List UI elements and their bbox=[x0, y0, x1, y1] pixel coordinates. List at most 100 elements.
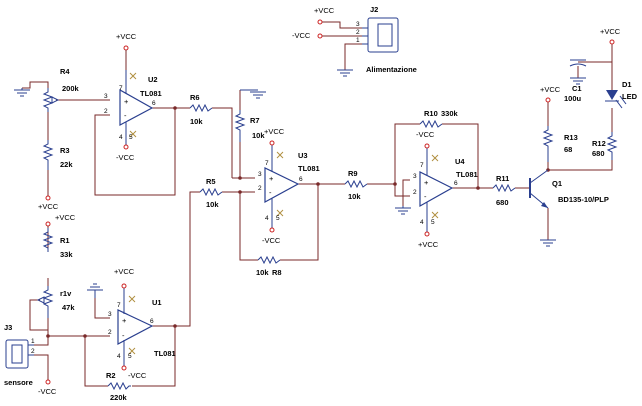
u2-pin3: 3 bbox=[104, 93, 108, 100]
u3-plus: + bbox=[269, 174, 274, 183]
resistor-r13: R13 68 bbox=[542, 126, 578, 162]
r9-value: 10k bbox=[348, 192, 361, 201]
r7-ref: R7 bbox=[250, 116, 260, 125]
r13-value: 68 bbox=[564, 145, 572, 154]
u4-ref: U4 bbox=[455, 157, 465, 166]
r1-ref: R1 bbox=[60, 236, 70, 245]
r13-vcc-label: +VCC bbox=[540, 85, 561, 94]
transistor-q1: Q1 BD135-10/PLP bbox=[529, 169, 609, 209]
resistor-r6: R6 10k bbox=[189, 93, 213, 126]
r9-ref: R9 bbox=[348, 169, 358, 178]
d1-value: LED bbox=[622, 92, 638, 101]
resistor-r3: R3 22k bbox=[42, 140, 73, 170]
connector-j2: J2 Alimentazione 3 2 1 bbox=[356, 5, 417, 74]
r7-value: 10k bbox=[252, 131, 265, 140]
j3-value: sensore bbox=[4, 378, 33, 387]
u3-pin3: 3 bbox=[258, 171, 262, 178]
j2-pin2: 2 bbox=[356, 29, 360, 36]
j3-pin1: 1 bbox=[31, 338, 35, 345]
r11-ref: R11 bbox=[496, 174, 509, 183]
r3-vcc-label: +VCC bbox=[38, 202, 59, 211]
u1-pin5: 5 bbox=[128, 353, 132, 360]
u3-value: TL081 bbox=[298, 164, 320, 173]
r6-ref: R6 bbox=[190, 93, 200, 102]
d1-ref: D1 bbox=[622, 80, 632, 89]
u2-vcc-label: +VCC bbox=[116, 32, 137, 41]
opamp-u2: + - U2 TL081 bbox=[119, 70, 162, 145]
r4-value: 200k bbox=[62, 84, 80, 93]
opamp-u1: + - U1 TL081 bbox=[117, 288, 176, 366]
u3-ref: U3 bbox=[298, 151, 308, 160]
u3-pin4: 4 bbox=[265, 215, 269, 222]
resistor-r8: 10k R8 bbox=[256, 255, 282, 277]
c1-ref: C1 bbox=[572, 84, 582, 93]
r1-value: 33k bbox=[60, 250, 73, 259]
r2-ref: R2 bbox=[106, 371, 116, 380]
u2-pin2: 2 bbox=[104, 108, 108, 115]
u4-value: TL081 bbox=[456, 170, 478, 179]
j2-ref: J2 bbox=[370, 5, 378, 14]
u1-pin6: 6 bbox=[150, 318, 154, 325]
j2-vee-label: -VCC bbox=[292, 31, 311, 40]
u2-plus: + bbox=[124, 97, 129, 106]
u1-plus: + bbox=[122, 316, 127, 325]
r1-vcc-label: +VCC bbox=[55, 213, 76, 222]
r6-value: 10k bbox=[190, 117, 203, 126]
power-symbols: +VCC -VCC +VCC +VCC -VCC -VCC +VCC +VCC … bbox=[38, 6, 621, 396]
j3-ref: J3 bbox=[4, 323, 12, 332]
r5-value: 10k bbox=[206, 200, 219, 209]
u1-vcc-label: +VCC bbox=[114, 267, 135, 276]
r12-ref: R12 bbox=[592, 139, 606, 148]
r3-value: 22k bbox=[60, 160, 73, 169]
u3-pin5: 5 bbox=[276, 215, 280, 222]
u3-pin7: 7 bbox=[265, 160, 269, 167]
u1-value: TL081 bbox=[154, 349, 176, 358]
r11-value: 680 bbox=[496, 198, 509, 207]
u2-pin7: 7 bbox=[119, 85, 123, 92]
resistor-r10: R10 330k bbox=[419, 109, 459, 129]
resistor-r2: R2 220k bbox=[106, 371, 131, 402]
u3-pin2: 2 bbox=[258, 185, 262, 192]
u2-value: TL081 bbox=[140, 89, 162, 98]
resistor-r9: R9 10k bbox=[344, 169, 368, 201]
r13-ref: R13 bbox=[564, 133, 578, 142]
r4-ref: R4 bbox=[60, 67, 70, 76]
opamp-u3: + - U3 TL081 bbox=[264, 145, 320, 228]
j2-value: Alimentazione bbox=[366, 65, 417, 74]
u2-pin4: 4 bbox=[119, 134, 123, 141]
r8-value: 10k bbox=[256, 268, 269, 277]
r3-ref: R3 bbox=[60, 146, 70, 155]
u4-pin5: 5 bbox=[431, 219, 435, 226]
j2-vcc-label: +VCC bbox=[314, 6, 335, 15]
c1-value: 100u bbox=[564, 94, 582, 103]
r5-ref: R5 bbox=[206, 177, 216, 186]
pin-numbers: 3 2 6 7 4 5 3 2 6 7 4 5 3 2 6 7 4 5 3 2 … bbox=[104, 85, 458, 360]
rv-value: 47k bbox=[62, 303, 75, 312]
u4-minus: - bbox=[424, 192, 427, 201]
u3-minus: - bbox=[269, 188, 272, 197]
u4-vee-label: -VCC bbox=[416, 130, 435, 139]
r12-value: 680 bbox=[592, 149, 605, 158]
r10-value: 330k bbox=[441, 109, 459, 118]
u4-plus: + bbox=[424, 178, 429, 187]
u1-ref: U1 bbox=[152, 298, 162, 307]
j3-vee-label: -VCC bbox=[38, 387, 57, 396]
j2-pin1: 1 bbox=[356, 37, 360, 44]
u2-pin5: 5 bbox=[129, 134, 133, 141]
u3-vcc-label: +VCC bbox=[264, 127, 285, 136]
led-vcc-label: +VCC bbox=[600, 27, 621, 36]
u4-pin3: 3 bbox=[413, 173, 417, 180]
u3-vee-label: -VCC bbox=[262, 236, 281, 245]
resistor-r5: R5 10k bbox=[199, 177, 223, 209]
q1-ref: Q1 bbox=[552, 179, 562, 188]
q1-value: BD135-10/PLP bbox=[558, 195, 609, 204]
u2-pin6: 6 bbox=[152, 100, 156, 107]
u4-pin7: 7 bbox=[420, 162, 424, 169]
resistor-r4: R4 200k bbox=[42, 67, 80, 112]
u4-pin2: 2 bbox=[413, 189, 417, 196]
opamp-u4: + - U4 TL081 bbox=[419, 148, 478, 232]
resistor-r12: R12 680 bbox=[592, 132, 618, 160]
r8-ref: R8 bbox=[272, 268, 282, 277]
u1-vee-label: -VCC bbox=[128, 371, 147, 380]
